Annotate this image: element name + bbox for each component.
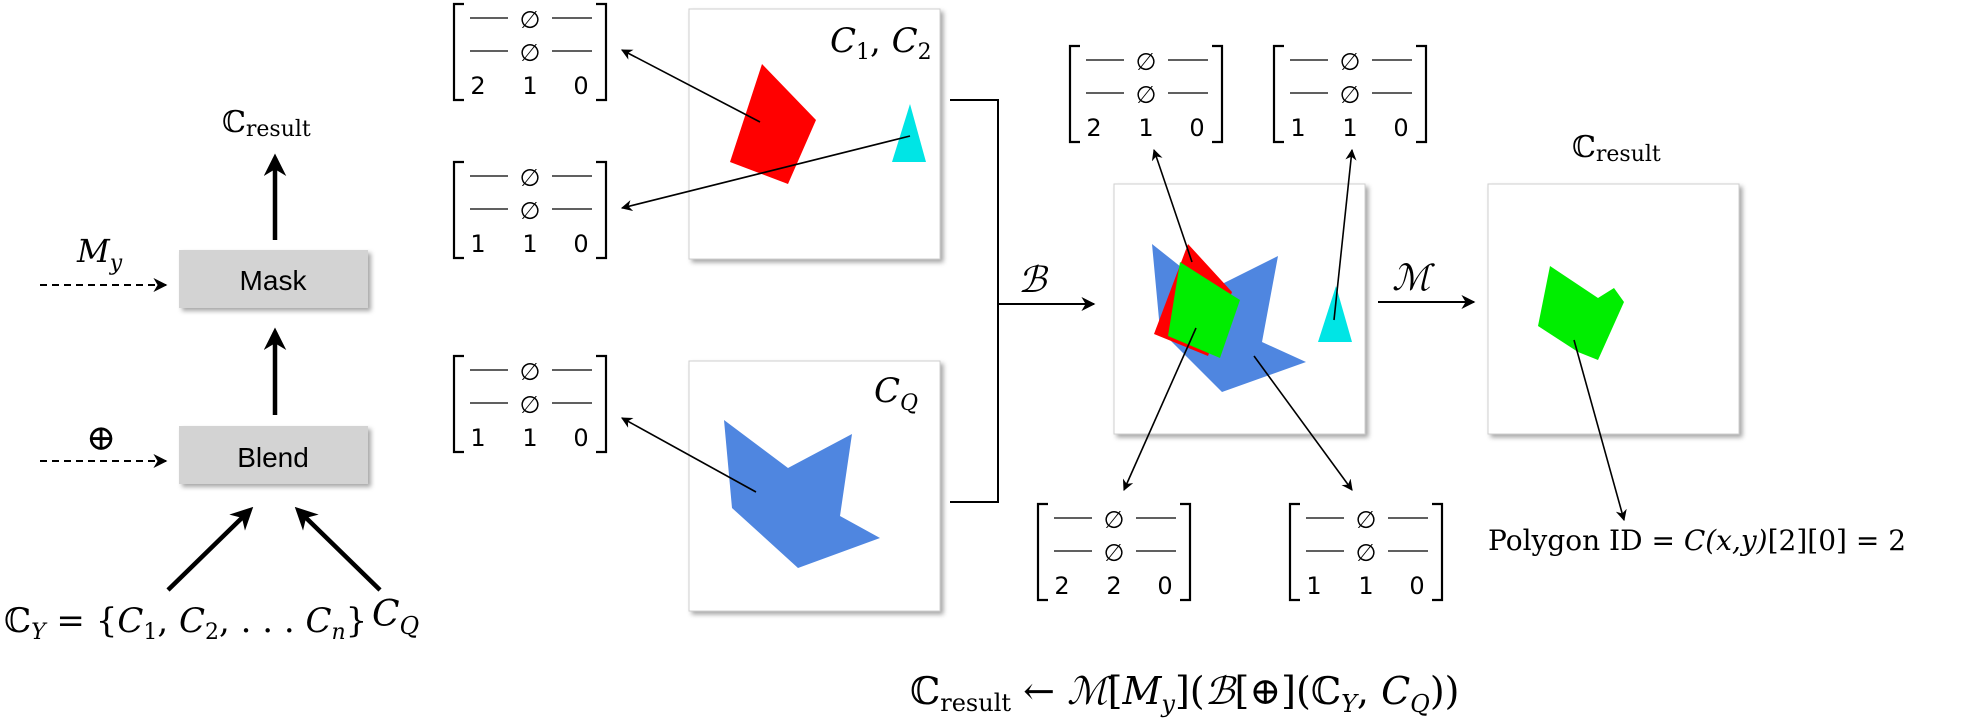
arrow-result-to-annotation [1573,339,1627,522]
blend-input-label: ⊕ [86,418,116,459]
pipeline: ℂresult Mask My Blend ⊕ ℂY = {C1, C2, . … [4,105,419,645]
svg-text:∅: ∅ [1340,81,1361,109]
svg-text:1: 1 [522,72,537,100]
matrix-blend-top-left: ∅ ∅ 2 1 0 [1068,44,1224,144]
arrow-red-to-matrix [621,49,761,123]
svg-text:0: 0 [573,72,588,100]
mask-input-label: My [76,232,123,276]
svg-text:∅: ∅ [1340,48,1361,76]
result-green-polygon [1538,266,1624,360]
svg-text:0: 0 [1409,572,1424,600]
svg-text:1: 1 [1138,114,1153,142]
arrow-blended-to-matrix-bottom-right [1253,355,1353,491]
mask-box [179,250,368,308]
set-label: ℂY = {C1, C2, . . . Cn} [4,601,367,645]
cyan-triangle [892,104,926,162]
matrix-blend-top-right: ∅ ∅ 1 1 0 [1272,44,1428,144]
blended-green-polygon [1168,262,1240,358]
svg-text:1: 1 [1306,572,1321,600]
svg-text:0: 0 [573,230,588,258]
pipeline-result-label: ℂresult [222,105,311,142]
svg-text:0: 0 [1157,572,1172,600]
canvas-c1-c2-label: C1, C2 [830,21,932,65]
blue-polygon [724,420,880,568]
query-label: CQ [372,594,419,640]
svg-text:∅: ∅ [520,39,541,67]
svg-text:2: 2 [1086,114,1101,142]
blend-op-label: ℬ [1018,260,1049,301]
svg-text:∅: ∅ [1136,81,1157,109]
matrix-cyan: ∅ ∅ 1 1 0 [452,160,608,260]
arrow-blended-to-matrix-top-right [1333,148,1357,321]
canvas-result [1487,183,1740,435]
canvas-cq: CQ [688,360,941,612]
svg-text:0: 0 [1393,114,1408,142]
svg-text:1: 1 [522,230,537,258]
canvas-blended [1113,183,1366,435]
svg-text:∅: ∅ [1104,506,1125,534]
matrix-blue: ∅ ∅ 1 1 0 [452,354,608,454]
svg-text:0: 0 [1189,114,1204,142]
blend-box [179,426,368,484]
svg-text:2: 2 [1106,572,1121,600]
arrow-query-to-blend [294,506,382,592]
polygon-id-annotation: Polygon ID = C(x,y)[2][0] = 2 [1488,524,1906,557]
matrix-blend-bottom-right: ∅ ∅ 1 1 0 [1288,502,1444,602]
arrow-blue-to-matrix [621,417,757,493]
svg-text:∅: ∅ [520,164,541,192]
svg-text:1: 1 [1358,572,1373,600]
matrix-red: ∅ ∅ 2 1 0 [452,2,608,102]
svg-text:∅: ∅ [1356,506,1377,534]
svg-text:1: 1 [522,424,537,452]
svg-text:∅: ∅ [1104,539,1125,567]
svg-text:1: 1 [1342,114,1357,142]
svg-text:∅: ∅ [520,197,541,225]
canvas-result-label: ℂresult [1572,130,1661,167]
svg-text:1: 1 [1290,114,1305,142]
red-polygon [730,64,816,184]
svg-text:2: 2 [470,72,485,100]
svg-text:0: 0 [573,424,588,452]
svg-text:2: 2 [1054,572,1069,600]
canvas-c1-c2: C1, C2 [688,8,941,260]
blend-box-label: Blend [237,442,309,473]
formula: ℂresult ← ℳ[My](ℬ[⊕](ℂY, CQ)) [910,669,1460,718]
mask-box-label: Mask [240,265,308,296]
svg-text:∅: ∅ [1136,48,1157,76]
arrow-blended-to-matrix-bottom-left [1122,327,1197,492]
mask-op-label: ℳ [1392,258,1435,299]
matrix-blend-bottom-left: ∅ ∅ 2 2 0 [1036,502,1192,602]
arrow-cyan-to-matrix [620,135,911,211]
svg-text:∅: ∅ [520,391,541,419]
svg-text:∅: ∅ [1356,539,1377,567]
svg-text:∅: ∅ [520,358,541,386]
svg-text:∅: ∅ [520,6,541,34]
blend-bracket: ℬ [950,99,1096,503]
svg-text:1: 1 [470,424,485,452]
svg-text:1: 1 [470,230,485,258]
arrow-set-to-blend [166,506,254,592]
arrow-blended-to-matrix-top-left [1151,148,1193,263]
